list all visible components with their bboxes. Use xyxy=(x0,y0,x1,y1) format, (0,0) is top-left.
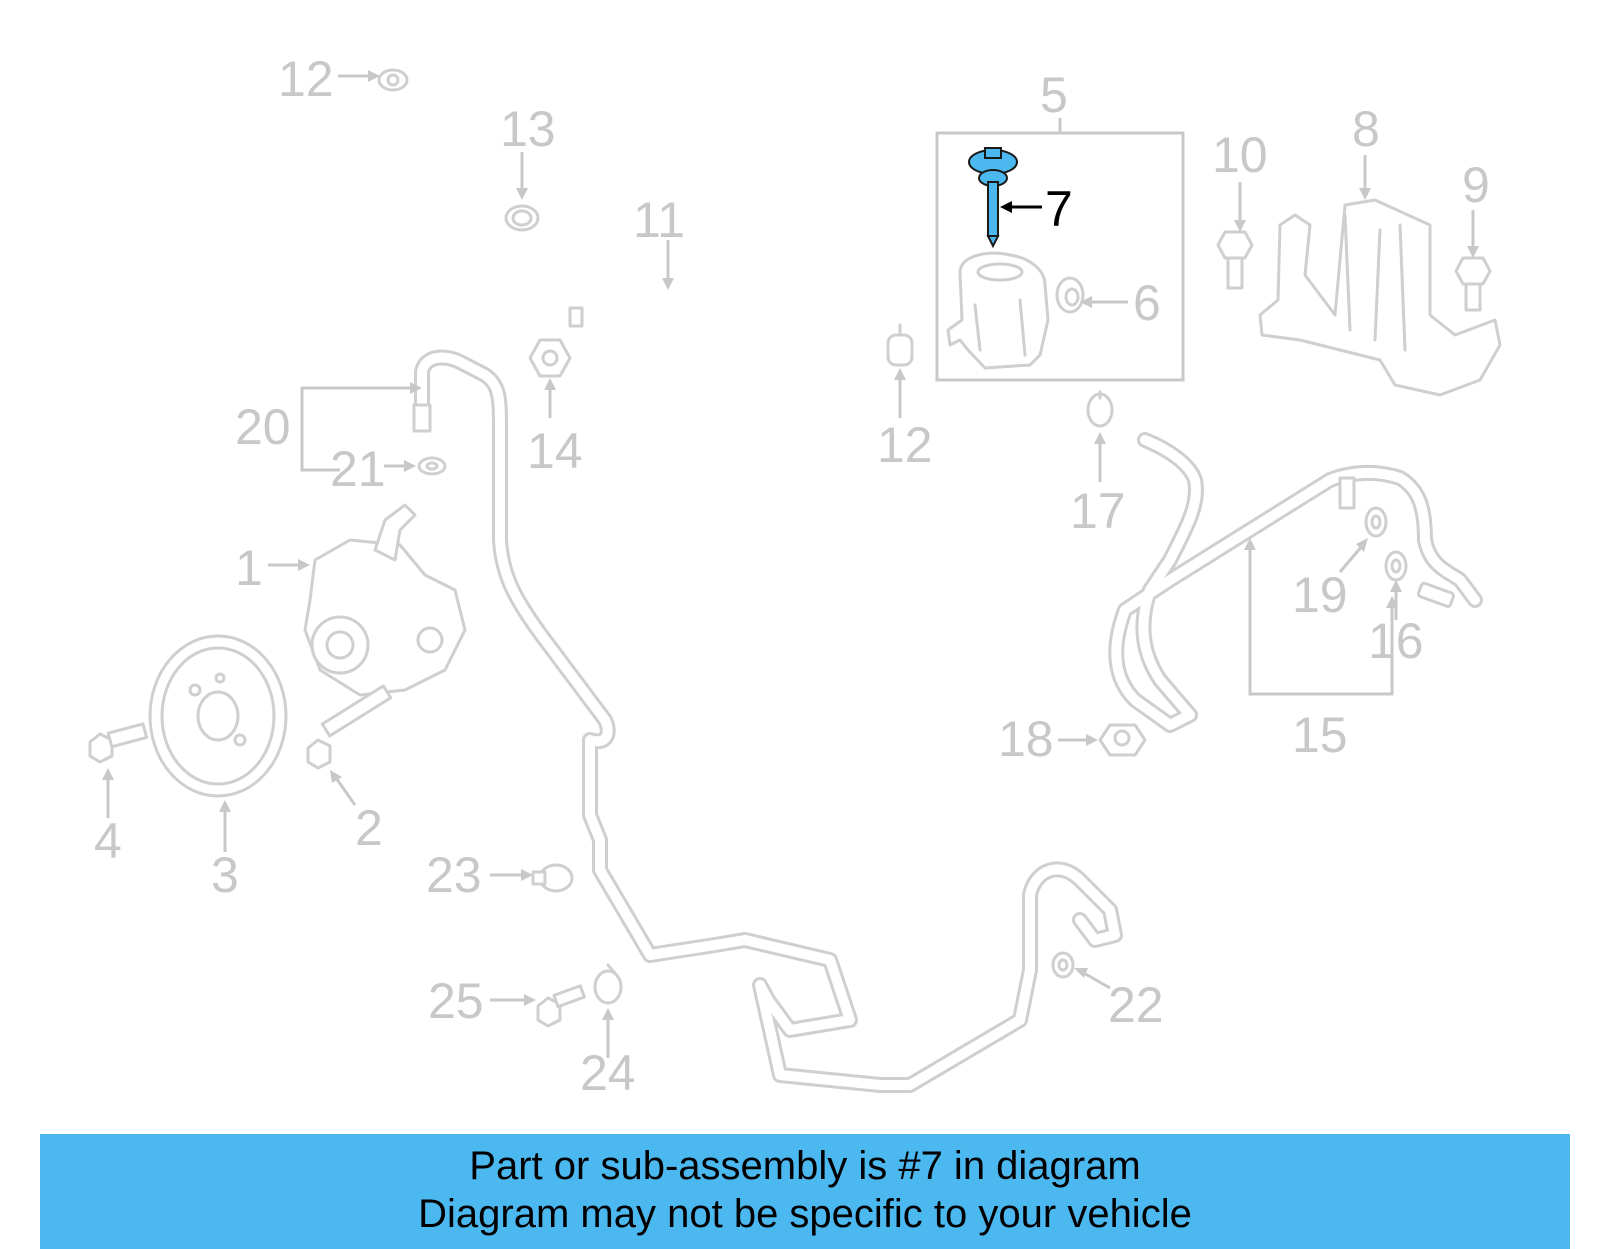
pressure-line xyxy=(412,349,1123,1093)
callout-12-upper: 12 xyxy=(278,51,334,107)
washer-19 xyxy=(1364,506,1388,538)
reservoir xyxy=(946,251,1050,370)
reservoir-cap xyxy=(1055,276,1085,314)
callout-17: 17 xyxy=(1070,483,1126,539)
callout-20: 20 xyxy=(235,399,291,455)
callout-11: 11 xyxy=(633,192,685,248)
bolt-4 xyxy=(88,722,149,764)
callout-13: 13 xyxy=(500,101,556,157)
reservoir-assembly-box xyxy=(935,131,1185,382)
clamp-12-lower xyxy=(886,323,914,367)
nut-14 xyxy=(528,338,572,378)
callout-14: 14 xyxy=(527,423,583,479)
callout-labels: 12 13 11 5 7 6 10 8 9 14 12 20 21 17 1 1… xyxy=(94,51,1490,1101)
callout-16: 16 xyxy=(1368,613,1424,669)
callout-4: 4 xyxy=(94,813,122,869)
callout-23: 23 xyxy=(426,847,482,903)
callout-9: 9 xyxy=(1462,157,1490,213)
bolt-2 xyxy=(306,684,393,770)
clamp-17 xyxy=(1086,390,1114,428)
callout-12-lower: 12 xyxy=(877,417,933,473)
bolt-10 xyxy=(1216,230,1254,290)
callout-19: 19 xyxy=(1292,567,1348,623)
banner-part-line: Part or sub-assembly is #7 in diagram xyxy=(469,1144,1141,1188)
banner-disclaimer-line: Diagram may not be specific to your vehi… xyxy=(418,1192,1192,1236)
callout-5: 5 xyxy=(1040,67,1068,123)
callout-10: 10 xyxy=(1212,127,1268,183)
callout-8: 8 xyxy=(1352,101,1380,157)
callout-22: 22 xyxy=(1108,977,1164,1033)
washer-16 xyxy=(1384,550,1408,582)
callout-15: 15 xyxy=(1292,707,1348,763)
clamp-23 xyxy=(531,863,574,893)
fitting-16 xyxy=(1416,581,1455,608)
callout-1: 1 xyxy=(235,540,263,596)
reservoir-bracket xyxy=(1258,198,1502,397)
clamp-24 xyxy=(593,963,623,1005)
bolt-9 xyxy=(1454,256,1492,312)
callout-6: 6 xyxy=(1133,275,1161,331)
info-banner: Part or sub-assembly is #7 in diagram Di… xyxy=(40,1134,1570,1249)
bolt-25 xyxy=(536,984,586,1028)
pump-pulley xyxy=(148,634,288,798)
power-steering-pump xyxy=(303,503,467,697)
highlighted-part-7 xyxy=(968,147,1018,249)
washer-21 xyxy=(417,456,447,476)
hose-assembly-right xyxy=(1108,432,1483,733)
callout-18: 18 xyxy=(998,711,1054,767)
callout-7: 7 xyxy=(1045,181,1073,237)
return-hose-upper xyxy=(405,91,865,422)
nut-18 xyxy=(1098,723,1147,757)
callout-2: 2 xyxy=(355,800,383,856)
callout-21: 21 xyxy=(330,441,386,497)
clamp-12-upper xyxy=(377,68,409,92)
clamp-13 xyxy=(504,204,540,232)
callout-24: 24 xyxy=(580,1045,636,1101)
leader-lines xyxy=(102,70,1479,1058)
callout-3: 3 xyxy=(211,847,239,903)
washer-22 xyxy=(1051,951,1075,979)
callout-25: 25 xyxy=(428,973,484,1029)
